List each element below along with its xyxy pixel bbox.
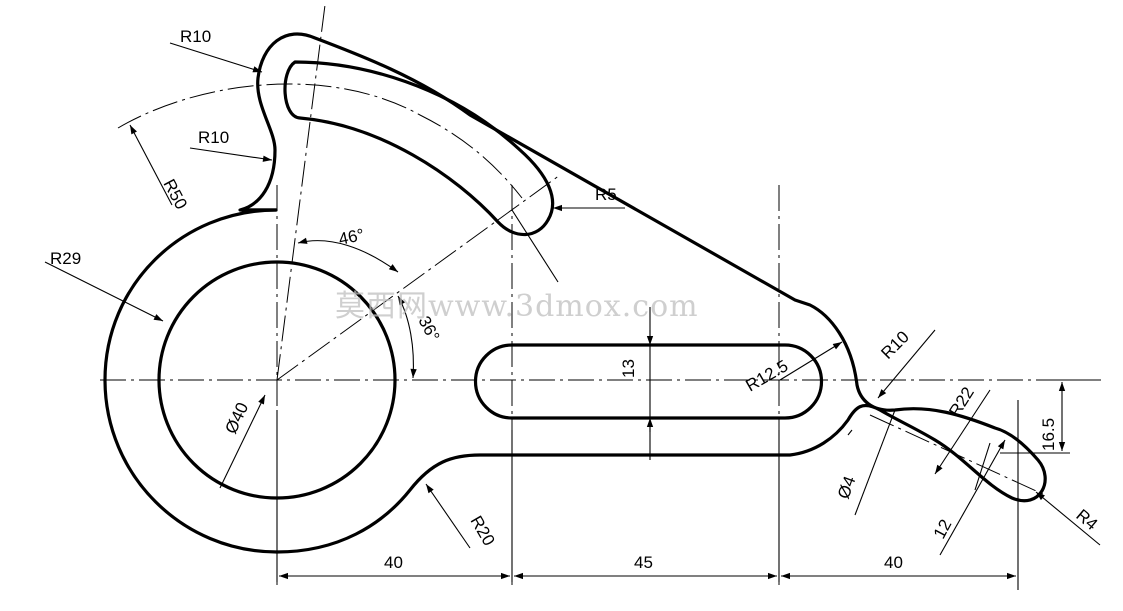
- dim-line-r20: [425, 483, 471, 549]
- label-46-deg: 46°: [337, 225, 366, 249]
- dim-line-r10-top: [169, 42, 263, 73]
- label-r5: R5: [595, 185, 617, 204]
- label-13: 13: [619, 359, 638, 378]
- arc-slot-radial-line-bottom: [276, 174, 561, 381]
- dim-line-r22: [934, 389, 991, 475]
- label-r29: R29: [50, 249, 81, 268]
- dim-12-ext: [974, 442, 991, 491]
- label-r50: R50: [159, 176, 190, 212]
- dim-arc-46: [297, 237, 399, 273]
- label-16-5: 16.5: [1039, 418, 1058, 451]
- label-r10-mid: R10: [198, 128, 229, 147]
- dim-line-d40: [219, 394, 266, 489]
- label-r20: R20: [467, 513, 499, 550]
- label-r10-right: R10: [877, 327, 912, 362]
- r50-arc-center-line: [117, 83, 523, 199]
- dim-line-r29: [44, 261, 164, 322]
- dim-line-12: [939, 439, 1006, 556]
- label-12: 12: [930, 516, 956, 542]
- label-r12-5: R12.5: [743, 356, 792, 395]
- outer-profile: [103, 32, 1047, 554]
- dim-line-r10-right: [877, 329, 936, 399]
- dim-line-r12-5: [779, 341, 843, 381]
- dimension-lines: [44, 42, 1101, 582]
- dim-line-r4: [1035, 491, 1101, 546]
- arc-slot-radial-line-top: [276, 4, 326, 381]
- label-40-right: 40: [884, 553, 903, 572]
- arc-slot: [283, 60, 555, 237]
- watermark: 莫西网www.3dmox.com: [335, 289, 699, 324]
- dim-line-d4: [854, 409, 896, 516]
- dim-arc-36: [397, 295, 417, 379]
- dim-line-r10-mid: [189, 147, 273, 162]
- label-d4: Ø4: [834, 474, 860, 502]
- dim-line-r50: [129, 124, 173, 206]
- label-r4: R4: [1072, 506, 1101, 535]
- label-45: 45: [634, 553, 653, 572]
- r5-leader-line: [511, 209, 559, 283]
- d4-tick: [847, 429, 853, 436]
- label-r10-top: R10: [180, 27, 211, 46]
- label-40-left: 40: [384, 553, 403, 572]
